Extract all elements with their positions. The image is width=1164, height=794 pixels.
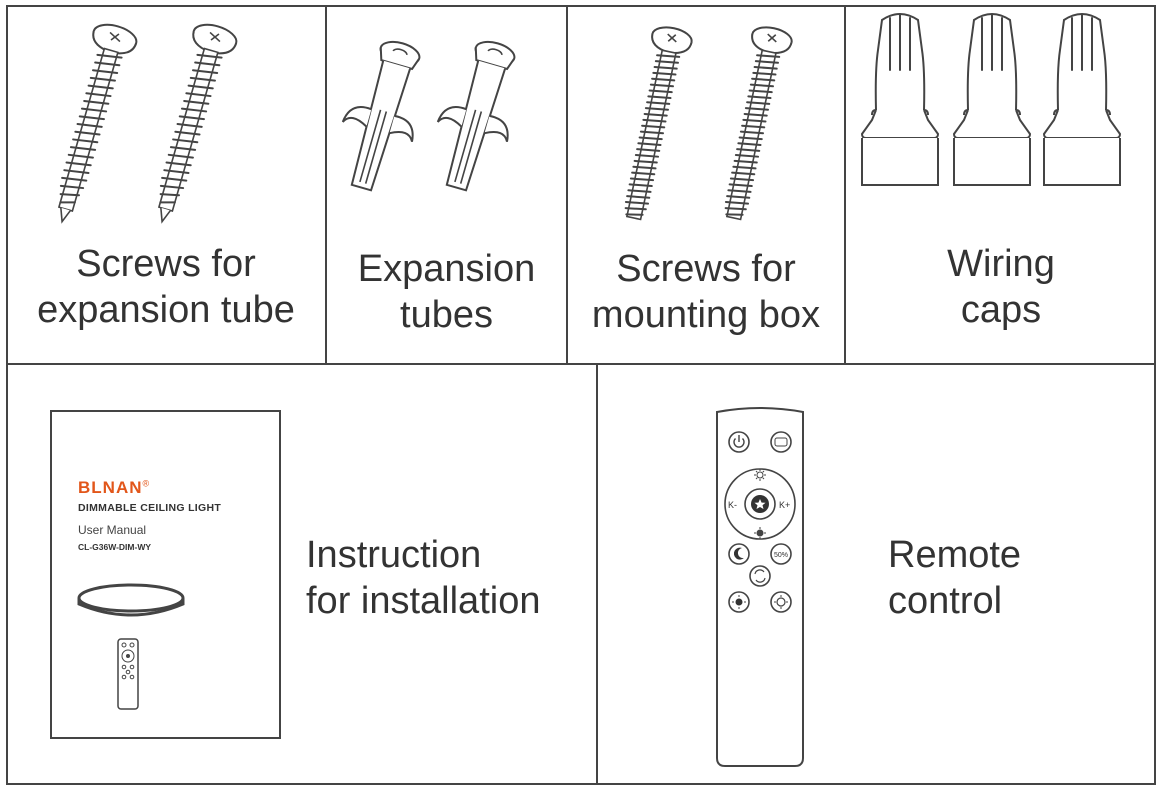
screws-mounting-line1: Screws for <box>616 248 796 290</box>
divider-3 <box>844 5 846 365</box>
screws-expansion-line2: expansion tube <box>37 289 295 331</box>
night-mode-icon <box>728 543 750 565</box>
manual-brand-logo: BLNAN <box>78 478 143 497</box>
remote-line1: Remote <box>888 534 1022 576</box>
wiring-caps-line1: Wiring <box>947 243 1055 285</box>
k-minus-label: K- <box>728 500 737 510</box>
expansion-screws-illustration <box>39 19 241 229</box>
manual-subtitle: User Manual <box>78 523 147 537</box>
instruction-label: Instruction for installation <box>306 532 540 624</box>
cycle-icon <box>749 565 771 587</box>
divider-2 <box>566 5 568 365</box>
screws-mounting-line2: mounting box <box>591 294 821 336</box>
wiring-caps-label: Wiring caps <box>846 241 1156 333</box>
instruction-line1: Instruction <box>306 534 482 576</box>
expansion-tubes-illustration <box>325 32 534 199</box>
remote-label: Remote control <box>888 532 1021 624</box>
divider-1 <box>325 5 327 365</box>
half-brightness-label: 50% <box>774 552 788 559</box>
instruction-line2: for installation <box>306 580 541 622</box>
mounting-screws-illustration <box>613 23 795 224</box>
manual-product-title: DIMMABLE CEILING LIGHT <box>78 502 222 514</box>
manual-registered-mark: ® <box>142 478 151 489</box>
mini-remote-icon <box>117 638 139 710</box>
screws-expansion-line1: Screws for <box>76 243 256 285</box>
remote-control-illustration: K- K+ 50% <box>716 407 804 767</box>
brightness-down-icon <box>754 527 766 539</box>
warm-light-icon <box>728 591 750 613</box>
half-brightness-button: 50% <box>770 543 792 565</box>
wiring-caps-illustration <box>861 13 1121 186</box>
brightness-up-icon <box>754 469 766 481</box>
manual-brand-row: BLNAN® <box>78 478 150 498</box>
k-plus-label: K+ <box>779 500 790 510</box>
screws-expansion-label: Screws for expansion tube <box>8 241 324 333</box>
ceiling-light-icon <box>77 583 185 617</box>
divider-4 <box>596 363 598 785</box>
wiring-caps-line2: caps <box>960 289 1042 331</box>
expansion-tubes-label: Expansion tubes <box>327 246 566 338</box>
outer-frame <box>6 5 1156 785</box>
user-manual-booklet: BLNAN® DIMMABLE CEILING LIGHT User Manua… <box>50 410 281 739</box>
row-divider <box>6 363 1156 365</box>
screws-mounting-label: Screws for mounting box <box>568 246 844 338</box>
cct-icon <box>770 431 792 453</box>
power-icon <box>728 431 750 453</box>
cool-light-icon <box>770 591 792 613</box>
expansion-tubes-line1: Expansion <box>357 248 536 290</box>
remote-line2: control <box>888 580 1003 622</box>
expansion-tubes-line2: tubes <box>400 294 493 336</box>
manual-model-number: CL-G36W-DIM-WY <box>78 542 152 552</box>
